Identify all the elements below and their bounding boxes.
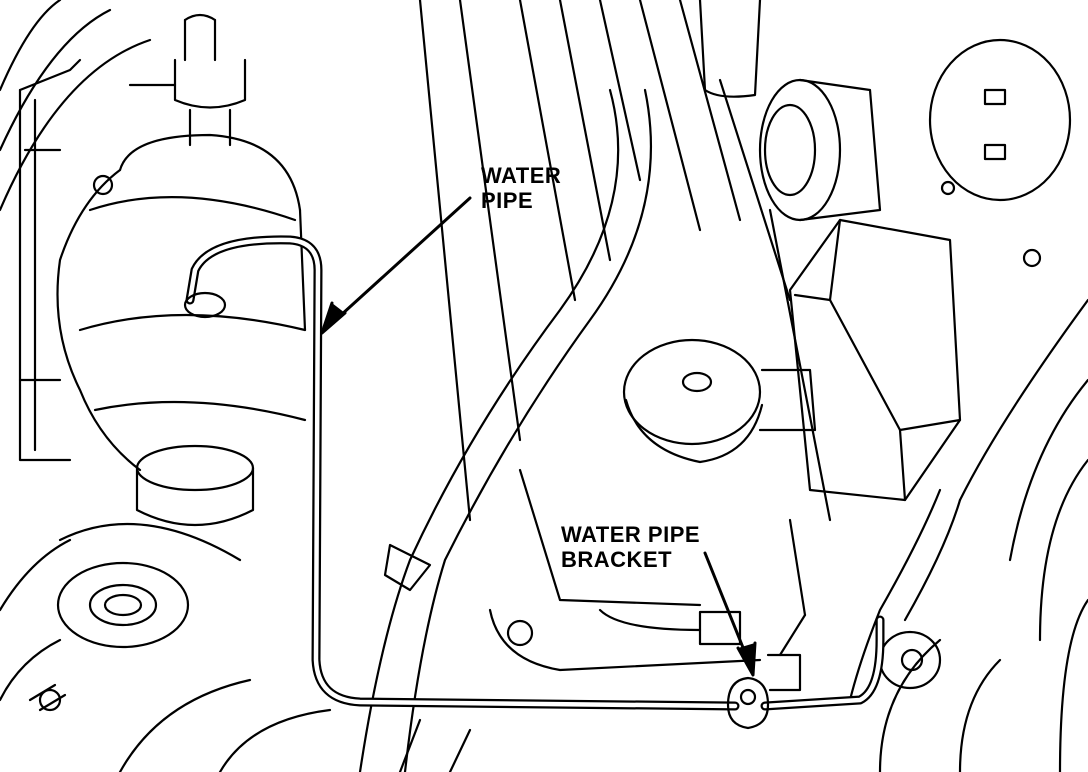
water-pipe-bracket-callout-line1: WATER PIPE xyxy=(561,522,701,547)
water-pipe xyxy=(185,240,880,706)
water-pipe-bracket-callout: WATER PIPE BRACKET xyxy=(561,522,700,572)
valve-cover xyxy=(490,470,805,670)
water-pipe-callout: WATER PIPE xyxy=(481,163,561,213)
water-pipe-callout-line2: PIPE xyxy=(481,188,534,213)
water-pipe-bracket xyxy=(728,655,800,728)
radiator-cap xyxy=(624,340,815,462)
filter-canister xyxy=(30,15,305,710)
water-pipe-bracket-callout-line2: BRACKET xyxy=(561,547,673,572)
hoses xyxy=(360,0,960,772)
leader-arrows xyxy=(322,198,755,675)
water-pipe-callout-line1: WATER xyxy=(481,163,562,188)
left-housing xyxy=(20,60,80,460)
air-box xyxy=(760,40,1070,500)
